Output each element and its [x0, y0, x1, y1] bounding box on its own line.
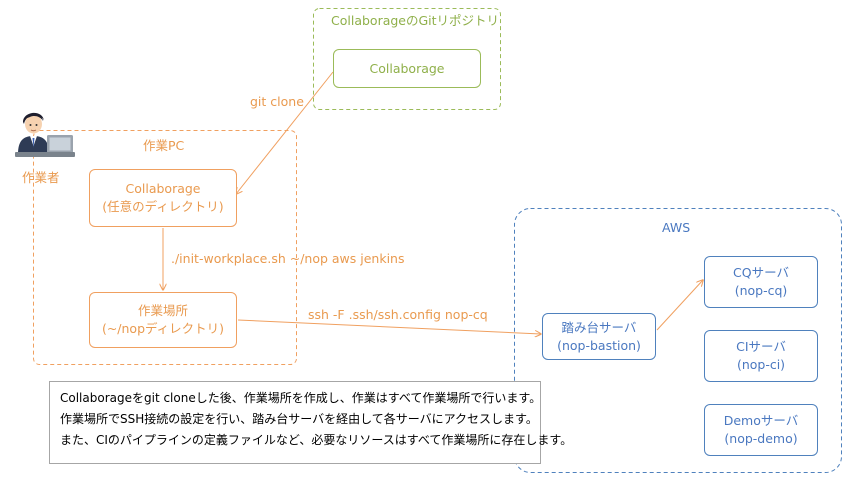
- bastion-to-cq-arrow: [656, 280, 703, 331]
- demo-server-host: (nop-demo): [724, 431, 798, 446]
- local-collaborage-node: Collaborage (任意のディレクトリ): [89, 169, 237, 227]
- cq-server-name: CQサーバ: [733, 265, 789, 280]
- bastion-server-host: (nop-bastion): [557, 337, 641, 353]
- demo-server-name: Demoサーバ: [723, 413, 799, 428]
- ci-server-name: CIサーバ: [736, 339, 786, 354]
- aws-group-frame: [514, 208, 842, 473]
- demo-server-node: Demoサーバ (nop-demo): [704, 404, 818, 456]
- note-line-2: 作業場所でSSH接続の設定を行い、踏み台サーバを経由して各サーバにアクセスします…: [60, 412, 538, 426]
- note-line-1: Collaborageをgit cloneした後、作業場所を作成し、作業はすべて…: [60, 391, 542, 405]
- note-line-3: また、CIのパイプラインの定義ファイルなど、必要なリソースはすべて作業場所に存在…: [60, 433, 573, 447]
- ci-server-node: CIサーバ (nop-ci): [704, 330, 818, 382]
- workplace-node: 作業場所 (~/nopディレクトリ): [89, 292, 237, 348]
- cq-server-node: CQサーバ (nop-cq): [704, 256, 818, 308]
- repo-collaborage-label: Collaborage: [369, 60, 445, 76]
- repo-group-frame: [313, 8, 501, 110]
- bastion-server-name: 踏み台サーバ: [561, 319, 637, 335]
- bastion-server-node: 踏み台サーバ (nop-bastion): [542, 313, 656, 360]
- local-collaborage-path: (任意のディレクトリ): [102, 199, 224, 214]
- init-workplace-label: ./init-workplace.sh ~/nop aws jenkins: [171, 251, 405, 266]
- git-clone-arrow: [236, 71, 334, 194]
- workplace-name: 作業場所: [137, 303, 188, 318]
- ssh-config-arrow: [237, 319, 541, 334]
- description-note: Collaborageをgit cloneした後、作業場所を作成し、作業はすべて…: [49, 381, 573, 464]
- workpc-group-title: 作業PC: [143, 138, 185, 153]
- repo-group-title: CollaborageのGitリポジトリ: [331, 13, 500, 28]
- cq-server-host: (nop-cq): [734, 283, 788, 298]
- worker-label: 作業者: [22, 170, 60, 185]
- ssh-config-label: ssh -F .ssh/ssh.config nop-cq: [308, 307, 488, 322]
- worker-with-laptop-icon: [13, 106, 77, 162]
- workpc-group-frame: [33, 130, 297, 365]
- ci-server-host: (nop-ci): [736, 357, 786, 372]
- aws-group-title: AWS: [662, 220, 691, 235]
- repo-collaborage-node: Collaborage: [333, 49, 481, 88]
- workplace-path: (~/nopディレクトリ): [101, 321, 225, 336]
- local-collaborage-name: Collaborage: [125, 181, 201, 196]
- git-clone-label: git clone: [250, 94, 304, 109]
